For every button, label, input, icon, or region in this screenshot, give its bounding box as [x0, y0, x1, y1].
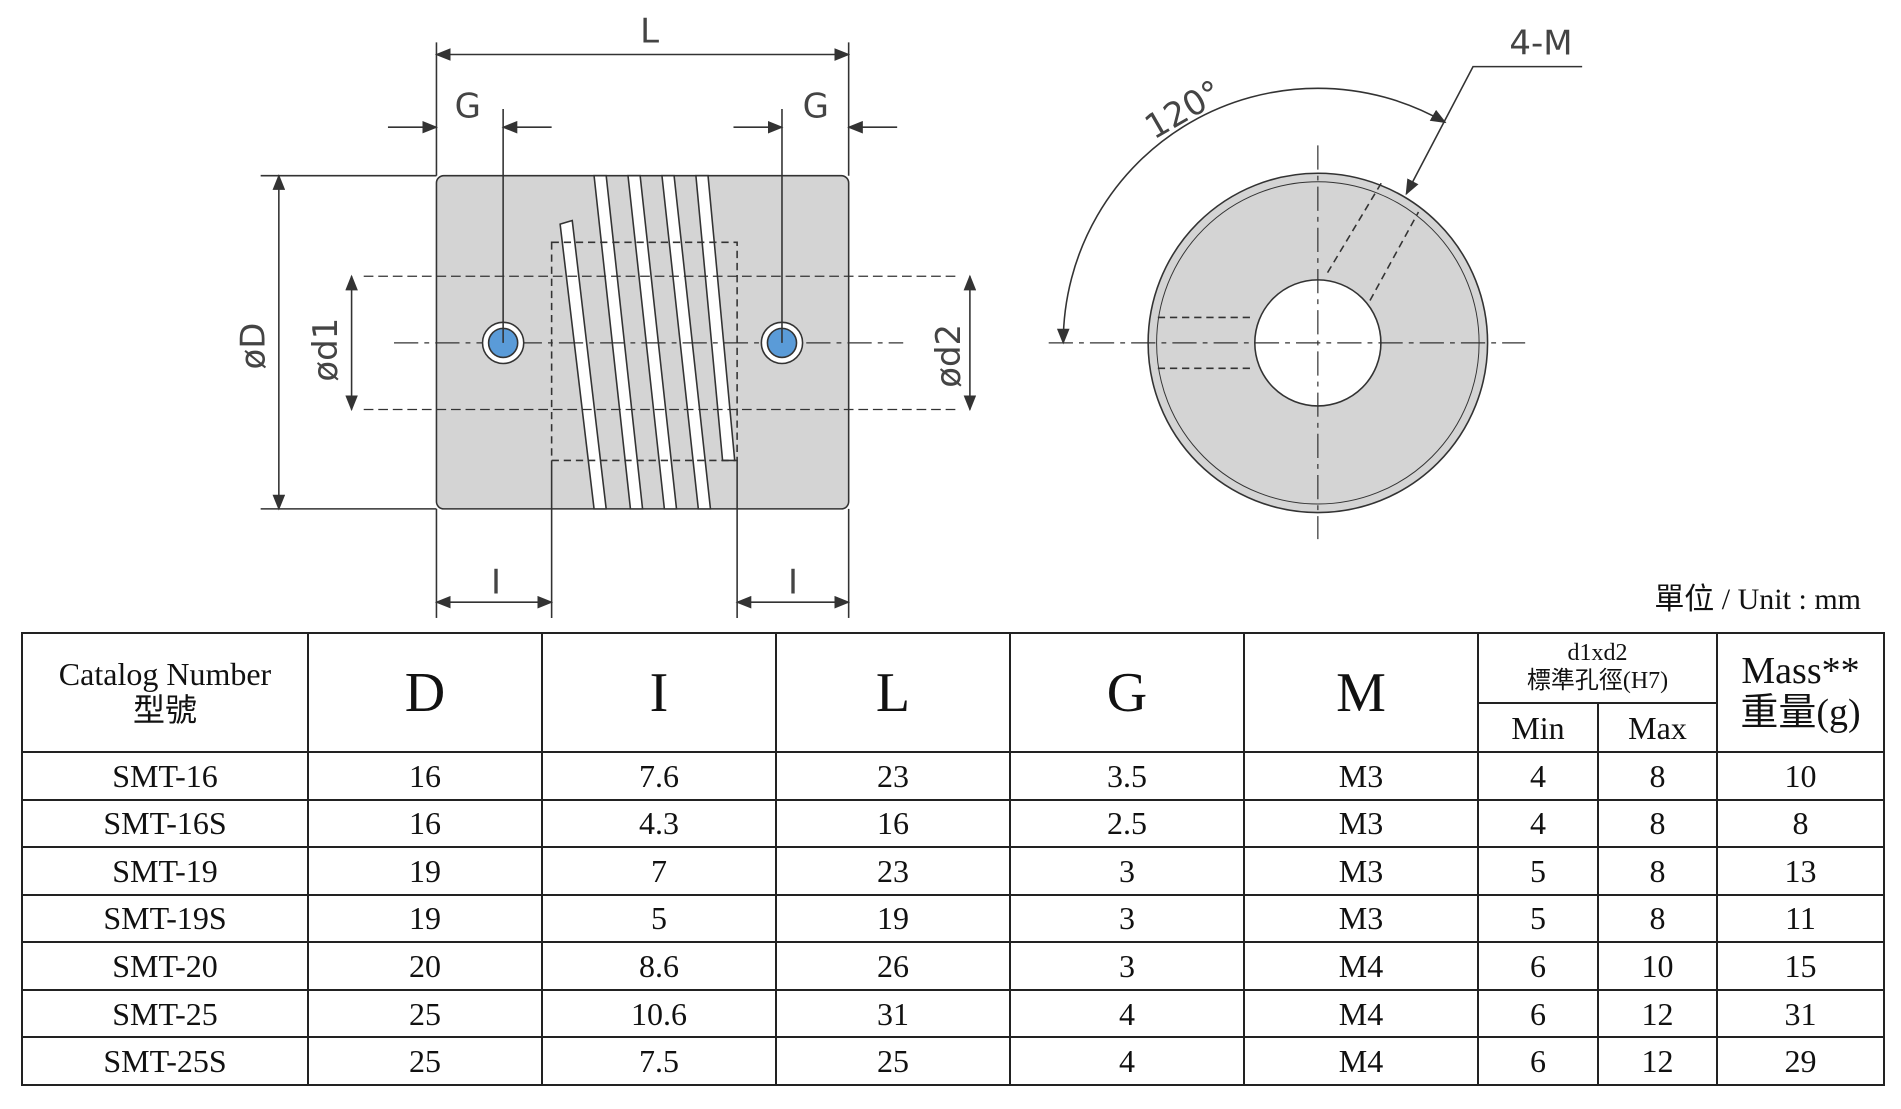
cell-I: 8.6: [541, 941, 777, 991]
cell-min: 5: [1477, 893, 1599, 944]
cell-L: 26: [775, 941, 1011, 991]
cell-min: 4: [1477, 798, 1599, 849]
header-D: D: [307, 632, 543, 753]
label-I-right: I: [788, 564, 798, 603]
cell-M: M3: [1243, 751, 1479, 801]
cell-G: 4: [1009, 988, 1245, 1039]
cell-G: 3: [1009, 893, 1245, 944]
cell-catalog: SMT-16S: [21, 798, 309, 849]
cell-G: 3: [1009, 941, 1245, 991]
cell-D: 20: [307, 941, 543, 991]
cell-M: M4: [1243, 941, 1479, 991]
label-d2: ød2: [930, 324, 969, 388]
cell-mass: 31: [1716, 988, 1886, 1039]
label-L: L: [640, 12, 659, 51]
label-d1: ød1: [307, 318, 346, 382]
cell-G: 3: [1009, 846, 1245, 896]
cell-mass: 10: [1716, 751, 1886, 801]
cell-M: M4: [1243, 988, 1479, 1039]
cell-G: 2.5: [1009, 798, 1245, 849]
header-I: I: [541, 632, 777, 753]
label-angle: 120°: [1139, 73, 1229, 148]
label-D: øD: [234, 323, 273, 370]
cell-D: 25: [307, 1036, 543, 1086]
cell-min: 5: [1477, 846, 1599, 896]
label-G-right: G: [803, 88, 829, 127]
cell-catalog: SMT-19S: [21, 893, 309, 944]
cell-max: 10: [1596, 941, 1719, 991]
header-min: Min: [1477, 702, 1599, 753]
cell-min: 6: [1477, 988, 1599, 1039]
cell-I: 7.6: [541, 751, 777, 801]
cell-M: M4: [1243, 1036, 1479, 1086]
cell-catalog: SMT-20: [21, 941, 309, 991]
cell-catalog: SMT-16: [21, 751, 309, 801]
header-G: G: [1009, 632, 1245, 753]
cell-G: 4: [1009, 1036, 1245, 1086]
side-view: [260, 42, 977, 618]
cell-I: 5: [541, 893, 777, 944]
cell-L: 23: [775, 751, 1011, 801]
cell-I: 7.5: [541, 1036, 777, 1086]
header-mass: Mass**重量(g): [1716, 632, 1886, 753]
label-G-left: G: [455, 88, 481, 127]
cell-D: 19: [307, 846, 543, 896]
coupling-technical-drawing: L G G øD ød1 ød2 I I 120° 4-M: [234, 12, 1583, 618]
side-view-labels: L G G øD ød1 ød2 I I: [234, 12, 969, 602]
cell-L: 23: [775, 846, 1011, 896]
cell-catalog: SMT-19: [21, 846, 309, 896]
cell-M: M3: [1243, 798, 1479, 849]
cell-max: 12: [1596, 1036, 1719, 1086]
cell-D: 16: [307, 798, 543, 849]
end-view: [1048, 65, 1583, 540]
cell-L: 19: [775, 893, 1011, 944]
label-I-left: I: [491, 564, 501, 603]
cell-D: 16: [307, 751, 543, 801]
cell-M: M3: [1243, 893, 1479, 944]
cell-mass: 8: [1716, 798, 1886, 849]
cell-M: M3: [1243, 846, 1479, 896]
cell-G: 3.5: [1009, 751, 1245, 801]
cell-I: 7: [541, 846, 777, 896]
cell-max: 8: [1596, 798, 1719, 849]
unit-label: 單位 / Unit : mm: [1654, 583, 1861, 616]
cell-catalog: SMT-25: [21, 988, 309, 1039]
header-M: M: [1243, 632, 1479, 753]
header-L: L: [775, 632, 1011, 753]
cell-min: 6: [1477, 1036, 1599, 1086]
header-max: Max: [1596, 702, 1719, 753]
cell-I: 4.3: [541, 798, 777, 849]
cell-mass: 13: [1716, 846, 1886, 896]
cell-max: 12: [1596, 988, 1719, 1039]
cell-L: 25: [775, 1036, 1011, 1086]
cell-L: 31: [775, 988, 1011, 1039]
cell-min: 6: [1477, 941, 1599, 991]
cell-D: 25: [307, 988, 543, 1039]
cell-mass: 11: [1716, 893, 1886, 944]
cell-mass: 29: [1716, 1036, 1886, 1086]
cell-max: 8: [1596, 751, 1719, 801]
label-screw: 4-M: [1509, 25, 1572, 64]
cell-I: 10.6: [541, 988, 777, 1039]
cell-L: 16: [775, 798, 1011, 849]
cell-D: 19: [307, 893, 543, 944]
cell-catalog: SMT-25S: [21, 1036, 309, 1086]
cell-min: 4: [1477, 751, 1599, 801]
cell-mass: 15: [1716, 941, 1886, 991]
cell-max: 8: [1596, 893, 1719, 944]
cell-max: 8: [1596, 846, 1719, 896]
